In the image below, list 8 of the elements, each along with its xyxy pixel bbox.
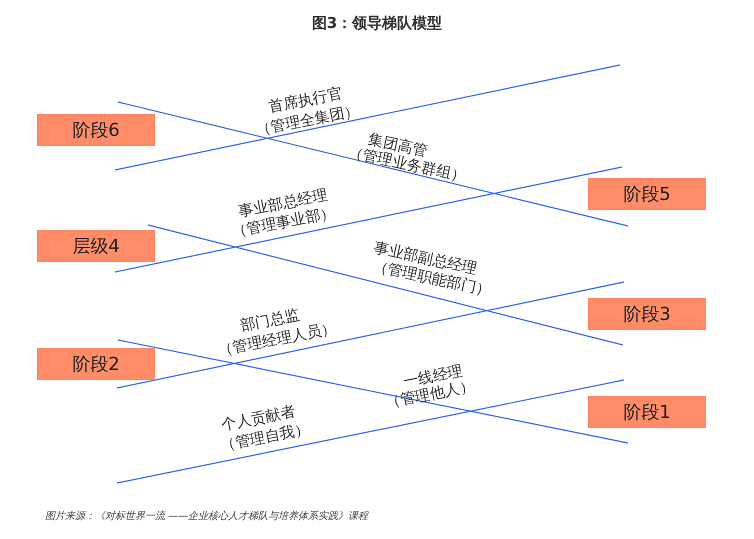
diagram-title: 图3：领导梯队模型 [310, 14, 444, 33]
caption: 图片来源：《对标世界一流 ——企业核心人才梯队与培养体系实践》课程 [45, 510, 368, 523]
stage-box: 阶段1 [588, 396, 706, 428]
stage-box: 层级4 [37, 230, 155, 262]
stage-box: 阶段2 [37, 348, 155, 380]
stage-box: 阶段5 [588, 178, 706, 210]
stage-box: 阶段3 [588, 298, 706, 330]
stage-box: 阶段6 [37, 114, 155, 146]
